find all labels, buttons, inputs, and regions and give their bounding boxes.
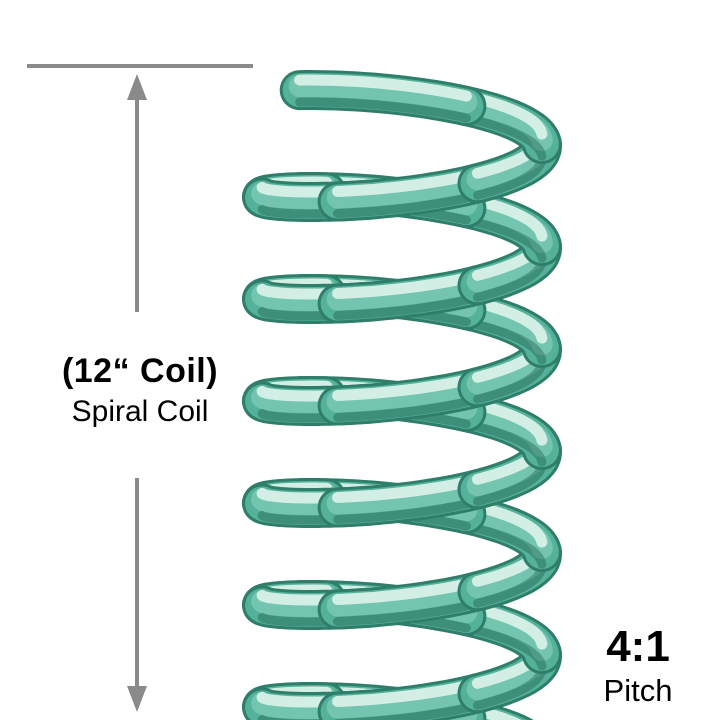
arrowhead-down-icon: [127, 686, 147, 712]
pitch-name-text: Pitch: [603, 673, 673, 708]
pitch-ratio-text: 4:1: [606, 622, 670, 671]
coil-name-text: Spiral Coil: [71, 395, 209, 428]
spiral-coil-render: [242, 70, 562, 720]
arrowhead-up-icon: [127, 74, 147, 100]
pitch-label: 4:1 Pitch: [570, 622, 706, 710]
dimension-label: (12“ Coil) Spiral Coil: [20, 350, 260, 432]
coil-size-text: (12“ Coil): [61, 352, 219, 390]
dimension-arrow: [27, 64, 253, 712]
